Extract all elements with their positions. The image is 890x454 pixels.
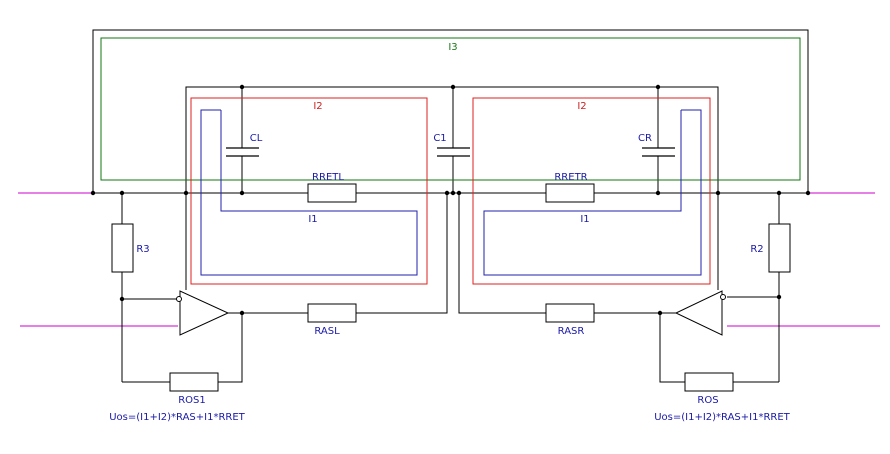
capacitor-c1 — [437, 147, 470, 157]
label-i1-right: I1 — [580, 214, 589, 225]
junction-dot — [90, 190, 96, 196]
resistor-rretl — [307, 183, 357, 203]
external-leads — [18, 192, 880, 327]
resistor-rretr — [545, 183, 595, 203]
label-cr: CR — [638, 133, 652, 144]
label-rasl: RASL — [314, 326, 340, 337]
loop-i1-right — [483, 109, 702, 276]
junction-dot — [805, 190, 811, 196]
label-i2-left: I2 — [313, 101, 322, 112]
opamp-left — [176, 290, 230, 336]
junction-dot — [239, 190, 245, 196]
resistor-r2 — [768, 223, 791, 273]
junction-dots — [90, 84, 811, 316]
capacitor-cr — [642, 147, 675, 157]
junction-dot — [119, 296, 125, 302]
resistor-rasr — [545, 303, 595, 323]
junction-dot — [450, 84, 456, 90]
resistor-ros1 — [169, 372, 219, 392]
formula-left: Uos=(I1+I2)*RAS+I1*RRET — [109, 412, 245, 423]
resistor-rasl — [307, 303, 357, 323]
center-left-drop — [356, 193, 448, 314]
junction-dot — [655, 84, 661, 90]
labels: I3 I2 I2 I1 I1 CL C1 CR RRETL RRETR R3 R… — [109, 42, 790, 423]
loop-i1-left — [200, 109, 418, 276]
ros1-wire-right — [218, 313, 243, 383]
opamp-left-inverting-marker — [176, 296, 182, 302]
label-rretl: RRETL — [312, 172, 344, 183]
label-c1: C1 — [433, 133, 446, 144]
junction-dot — [183, 190, 189, 196]
capacitor-cl — [226, 147, 259, 157]
junction-dot — [456, 190, 462, 196]
label-i3: I3 — [448, 42, 457, 53]
label-cl: CL — [250, 133, 263, 144]
resistor-r3 — [111, 223, 134, 273]
junction-dot — [450, 190, 456, 196]
center-right-drop — [458, 193, 546, 314]
junction-dot — [119, 190, 125, 196]
opamp-right-inverting-marker — [720, 294, 726, 300]
resistor-ros — [684, 372, 734, 392]
outer-frame-wire — [92, 29, 809, 193]
loop-i3 — [100, 37, 801, 181]
current-loops — [100, 37, 801, 285]
label-r3: R3 — [136, 244, 149, 255]
label-i2-right: I2 — [577, 101, 586, 112]
junction-dot — [776, 294, 782, 300]
junction-dot — [444, 190, 450, 196]
label-r2: R2 — [750, 244, 763, 255]
junction-dot — [655, 190, 661, 196]
junction-dot — [239, 84, 245, 90]
loop-i2-right — [472, 97, 711, 285]
label-rretr: RRETR — [554, 172, 587, 183]
junction-dot — [776, 190, 782, 196]
junction-dot — [657, 310, 663, 316]
wiring — [92, 29, 809, 383]
label-ros1: ROS1 — [178, 395, 206, 406]
label-i1-left: I1 — [308, 214, 317, 225]
loop-i2-left — [190, 97, 428, 285]
label-rasr: RASR — [558, 326, 585, 337]
inner-frame-left — [185, 86, 719, 290]
junction-dot — [715, 190, 721, 196]
ros-wire-left — [659, 313, 685, 383]
label-ros: ROS — [697, 395, 718, 406]
junction-dot — [239, 310, 245, 316]
opamp-right — [674, 290, 726, 336]
formula-right: Uos=(I1+I2)*RAS+I1*RRET — [654, 412, 790, 423]
